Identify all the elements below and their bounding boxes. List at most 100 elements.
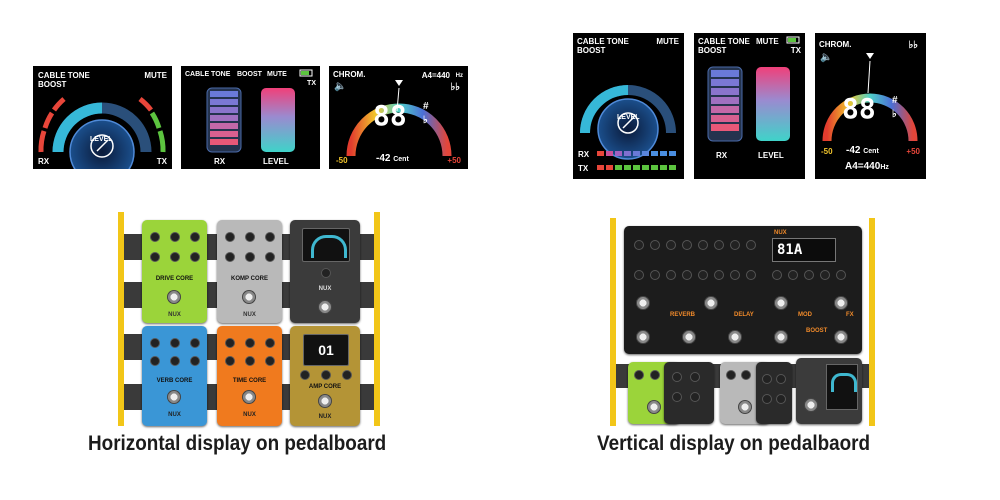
cable-tone-label: CABLE TONE — [185, 71, 231, 78]
brand-logo: NUX — [168, 312, 181, 318]
footswitch[interactable] — [804, 398, 818, 412]
cent-value: -42 — [846, 145, 861, 156]
wireless-tuner-pedal[interactable] — [796, 358, 862, 424]
flat-symbol: ♭ — [423, 115, 428, 126]
right-pedalboard: 81A NUX REVERB DELAY MOD FX BOOST — [610, 212, 876, 426]
note-display: 88 — [373, 102, 407, 130]
footswitch[interactable] — [738, 400, 752, 414]
pedal-name: TIME CORE — [232, 378, 267, 384]
pedal-name: AMP CORE — [308, 384, 342, 390]
tx-label: TX — [307, 80, 316, 87]
battery-icon — [299, 69, 313, 77]
level-arc-graphic — [580, 85, 676, 170]
footswitch[interactable] — [704, 296, 718, 310]
boost-label: BOOST — [38, 80, 67, 89]
rx-bar — [707, 66, 743, 142]
mute-label: MUTE — [656, 37, 679, 46]
footswitch[interactable] — [728, 330, 742, 344]
footswitch[interactable] — [834, 296, 848, 310]
pedal-screen — [302, 228, 350, 262]
level-bar — [756, 67, 790, 141]
cent-value: -42 — [376, 153, 391, 164]
note-digit-a: 8 — [842, 92, 859, 125]
rx-meter — [597, 151, 676, 156]
footswitch[interactable] — [167, 390, 181, 404]
mute-label: MUTE — [756, 37, 779, 46]
cent-readout: -42 Cent — [376, 153, 409, 165]
mute-label: MUTE — [144, 71, 167, 80]
rx-label: RX — [38, 157, 50, 166]
footswitch[interactable] — [647, 400, 661, 414]
fx-label: FX — [846, 312, 854, 318]
tx-label: TX — [578, 164, 589, 173]
level-bar — [261, 88, 295, 152]
cable-tone-label: CABLE TONE — [38, 71, 90, 80]
right-level-screen: CABLE TONE BOOST MUTE LEVEL RX TX — [573, 33, 684, 179]
drive-core-side-pedal[interactable] — [664, 362, 714, 424]
plus-fifty-label: +50 — [906, 147, 920, 156]
cent-unit: Cent — [863, 148, 879, 155]
chrom-label: CHROM. — [819, 40, 852, 49]
footswitch[interactable] — [636, 296, 650, 310]
boost-label: BOOST — [577, 46, 606, 55]
cent-readout: -42 Cent — [846, 145, 879, 157]
footswitch[interactable] — [318, 300, 332, 314]
komp-core-pedal[interactable]: KOMP CORE NUX — [217, 220, 282, 323]
multi-effects-unit[interactable]: 81A NUX REVERB DELAY MOD FX BOOST — [624, 226, 862, 354]
minus-fifty-label: -50 — [821, 147, 833, 156]
wireless-tuner-pedal[interactable]: NUX — [290, 220, 360, 323]
level-label: LEVEL — [90, 136, 113, 143]
time-core-pedal[interactable]: TIME CORE NUX — [217, 326, 282, 426]
footswitch[interactable] — [834, 330, 848, 344]
a4-readout: A4=440Hz — [845, 161, 889, 173]
footswitch[interactable] — [318, 394, 332, 408]
footswitch[interactable] — [242, 390, 256, 404]
flat-flat-icon: ♭♭ — [908, 40, 918, 51]
footswitch[interactable] — [774, 296, 788, 310]
tuner-arc-graphic — [822, 53, 918, 142]
left-caption: Horizontal display on pedalboard — [88, 432, 387, 455]
rx-label: RX — [578, 150, 590, 159]
bars-graphic — [206, 69, 313, 153]
footswitch[interactable] — [682, 330, 696, 344]
footswitch[interactable] — [636, 330, 650, 344]
sharp-symbol: # — [892, 95, 898, 106]
right-rail — [374, 212, 380, 426]
note-digit-a: 8 — [373, 99, 390, 132]
tx-meter — [597, 165, 676, 170]
footswitch[interactable] — [167, 290, 181, 304]
cent-unit: Cent — [393, 156, 409, 163]
rx-bar — [206, 87, 242, 153]
left-level-screen: CABLE TONE BOOST MUTE LEVEL RX TX — [33, 66, 172, 169]
left-rail — [610, 218, 616, 426]
speaker-icon: 🔈 — [820, 52, 833, 63]
right-bars-screen: CABLE TONE BOOST MUTE TX RX LEVEL — [694, 33, 805, 179]
battery-icon — [786, 36, 800, 44]
verb-core-pedal[interactable]: VERB CORE NUX — [142, 326, 207, 426]
level-arc-graphic — [38, 97, 166, 169]
drive-core-pedal[interactable]: DRIVE CORE NUX — [142, 220, 207, 323]
level-label: LEVEL — [617, 114, 640, 121]
left-bars-screen: CABLE TONE BOOST MUTE TX RX LEVEL — [181, 66, 320, 169]
rx-label: RX — [214, 157, 226, 166]
note-digit-b: 8 — [389, 99, 407, 132]
note-display: 88 — [842, 95, 876, 123]
brand-logo: NUX — [168, 412, 181, 418]
footswitch[interactable] — [242, 290, 256, 304]
tx-label: TX — [790, 46, 801, 55]
boost-label: BOOST — [237, 71, 262, 78]
cable-tone-label: CABLE TONE — [698, 37, 750, 46]
boost-label: BOOST — [698, 46, 727, 55]
cable-tone-label: CABLE TONE — [577, 37, 629, 46]
pedal-name: KOMP CORE — [231, 276, 268, 282]
left-rail — [118, 212, 124, 426]
komp-core-side-pedal[interactable] — [756, 362, 792, 424]
speaker-icon: 🔈 — [334, 81, 347, 92]
level-label: LEVEL — [758, 151, 784, 160]
note-digit-b: 8 — [858, 92, 876, 125]
left-tuner-screen: CHROM. 🔈 A4=440 Hz ♭♭ 88 # ♭ -42 Cent -5… — [329, 66, 468, 169]
amp-preset-number: 01 — [318, 342, 334, 358]
amp-core-pedal[interactable]: 01 AMP CORE NUX — [290, 326, 360, 426]
footswitch[interactable] — [774, 330, 788, 344]
tuner-arc-graphic — [346, 80, 452, 157]
